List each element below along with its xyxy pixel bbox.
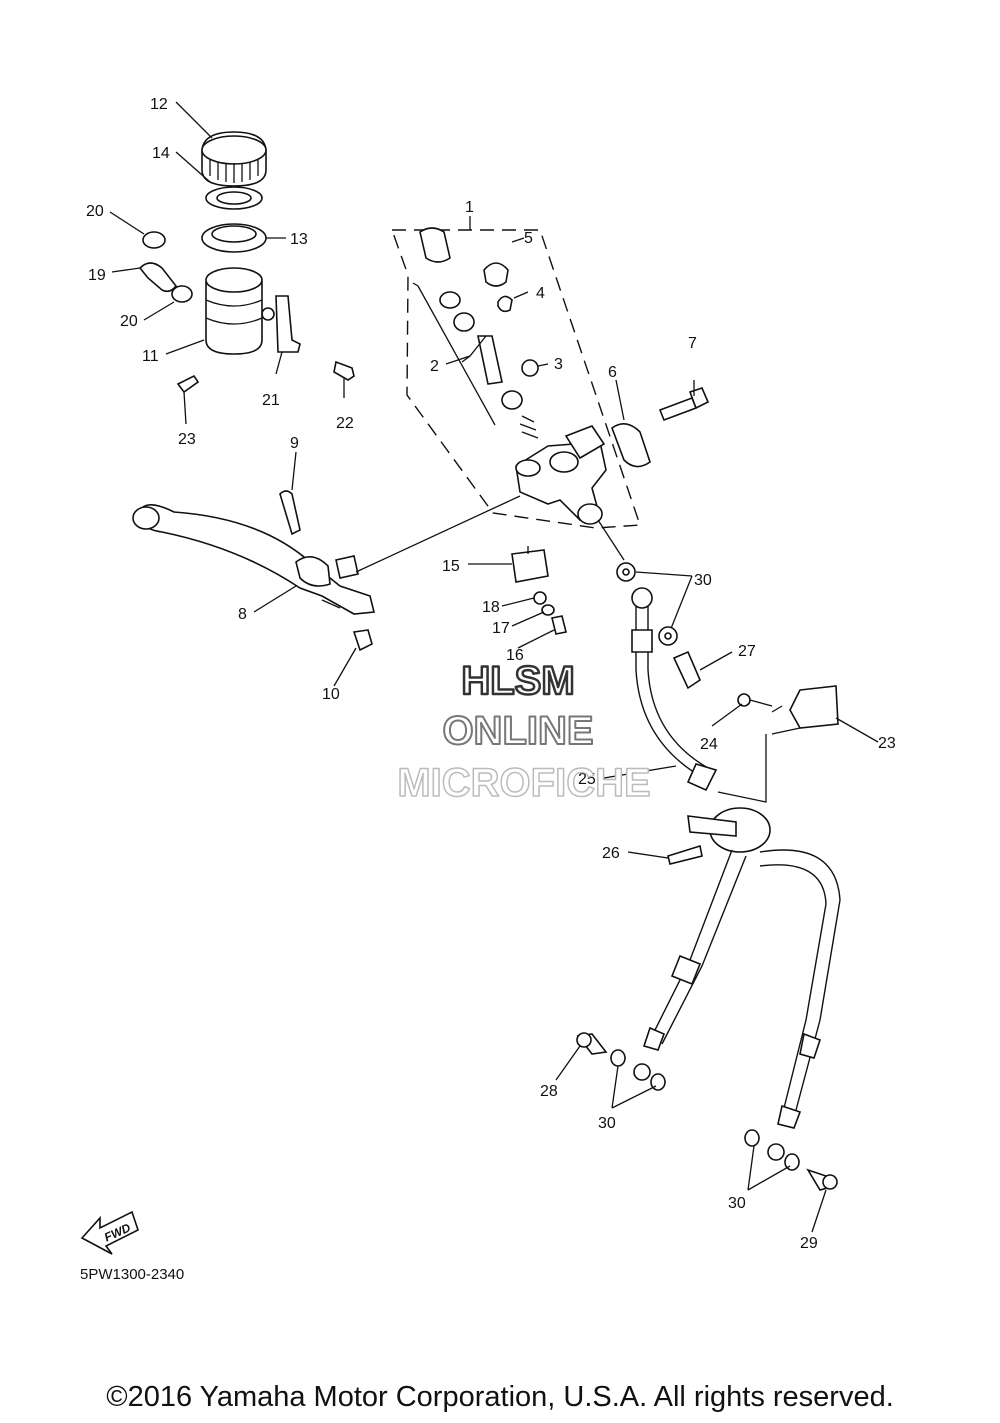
reservoir-cap <box>201 131 267 187</box>
callout-30b: 30 <box>598 1115 616 1132</box>
callout-16: 16 <box>506 647 524 664</box>
lever-connecting-line <box>355 495 521 573</box>
switch-spring <box>541 604 555 616</box>
callout-22: 22 <box>336 415 354 432</box>
callout-30c: 30 <box>728 1195 746 1212</box>
hose-leader-30a <box>635 571 693 637</box>
holder-bolt <box>658 387 710 422</box>
joint-bracket <box>771 685 839 735</box>
joint-bolt-27 <box>667 844 703 865</box>
callout-26: 25 <box>578 771 596 788</box>
callout-17: 17 <box>492 620 510 637</box>
body-to-washer-line <box>597 519 625 561</box>
callout-13: 13 <box>290 231 308 248</box>
copyright-notice: ©2016 Yamaha Motor Corporation, U.S.A. A… <box>106 1381 894 1413</box>
callout-25: 24 <box>700 736 718 753</box>
callout-29a: 28 <box>540 1083 558 1100</box>
part-code: 5PW1300-2340 <box>80 1266 185 1283</box>
callout-10: 10 <box>322 686 340 703</box>
callout-7: 7 <box>688 335 697 352</box>
watermark: HLSM ONLINE MICROFICHE <box>397 658 652 806</box>
callout-20a: 20 <box>86 203 104 220</box>
callout-8: 8 <box>238 606 247 623</box>
hose-clamp-lower <box>171 285 193 303</box>
callout-18: 18 <box>482 599 500 616</box>
callout-20b: 20 <box>120 313 138 330</box>
watermark-line-2: ONLINE <box>442 709 593 753</box>
circlip <box>497 295 513 313</box>
lever-nut <box>352 629 373 652</box>
callout-9: 9 <box>290 435 299 452</box>
callout-labels: 12 14 20 13 19 20 11 21 22 23 1 5 4 2 3 … <box>86 96 896 1252</box>
bracket-screw <box>333 360 355 381</box>
callout-5: 5 <box>524 230 533 247</box>
bracket-bolt-25 <box>737 693 773 707</box>
union-washers-right <box>744 1129 800 1171</box>
callout-1: 1 <box>465 199 474 216</box>
switch-screw <box>551 615 567 635</box>
lever-pivot-bolt <box>279 490 301 536</box>
callout-23: 23 <box>178 431 196 448</box>
reservoir-bracket <box>275 295 301 353</box>
leader-lines <box>109 101 879 1233</box>
watermark-line-3: MICROFICHE <box>397 761 650 805</box>
reservoir-tank <box>205 267 275 355</box>
hose-clamp-upper <box>142 231 166 249</box>
callout-21: 21 <box>262 392 280 409</box>
master-cylinder-kit-outline <box>391 229 641 529</box>
union-washer-upper-2 <box>658 626 678 646</box>
callout-3: 3 <box>554 356 563 373</box>
callout-14: 14 <box>152 145 170 162</box>
watermark-line-1: HLSM <box>461 659 574 703</box>
brake-lever <box>132 504 376 615</box>
reservoir-hose <box>138 262 178 293</box>
callout-24: 23 <box>878 735 896 752</box>
brake-switch <box>511 546 549 583</box>
callout-27: 26 <box>602 845 620 862</box>
fwd-arrow-icon: FWD <box>80 1210 139 1255</box>
callout-4: 4 <box>536 285 545 302</box>
callout-12: 12 <box>150 96 168 113</box>
piston-kit <box>412 227 539 439</box>
master-cylinder-holder <box>611 423 651 468</box>
callout-19: 19 <box>88 267 106 284</box>
tank-screw <box>176 374 200 394</box>
callout-29b: 29 <box>800 1235 818 1252</box>
reservoir-plate <box>205 186 263 210</box>
switch-washer <box>533 591 547 605</box>
union-bolt-28 <box>672 650 701 690</box>
callout-11: 11 <box>142 348 159 365</box>
brake-hose-left <box>633 849 747 1081</box>
union-bolt-29-left <box>576 1032 608 1055</box>
union-washers-left <box>610 1049 666 1091</box>
brake-hose-right <box>759 849 841 1161</box>
master-cylinder-body <box>515 425 607 525</box>
callout-6: 6 <box>608 364 617 381</box>
callout-30a: 30 <box>694 572 712 589</box>
brake-joint <box>687 734 771 853</box>
union-bolt-29-right <box>806 1168 838 1191</box>
union-washer-upper-1 <box>616 562 636 582</box>
callout-15: 15 <box>442 558 460 575</box>
brake-hose-upper <box>631 587 718 792</box>
reservoir-diaphragm <box>201 223 267 253</box>
ball <box>521 359 539 377</box>
dust-boot <box>483 262 509 287</box>
callout-2: 2 <box>430 358 439 375</box>
callout-28: 27 <box>738 643 756 660</box>
